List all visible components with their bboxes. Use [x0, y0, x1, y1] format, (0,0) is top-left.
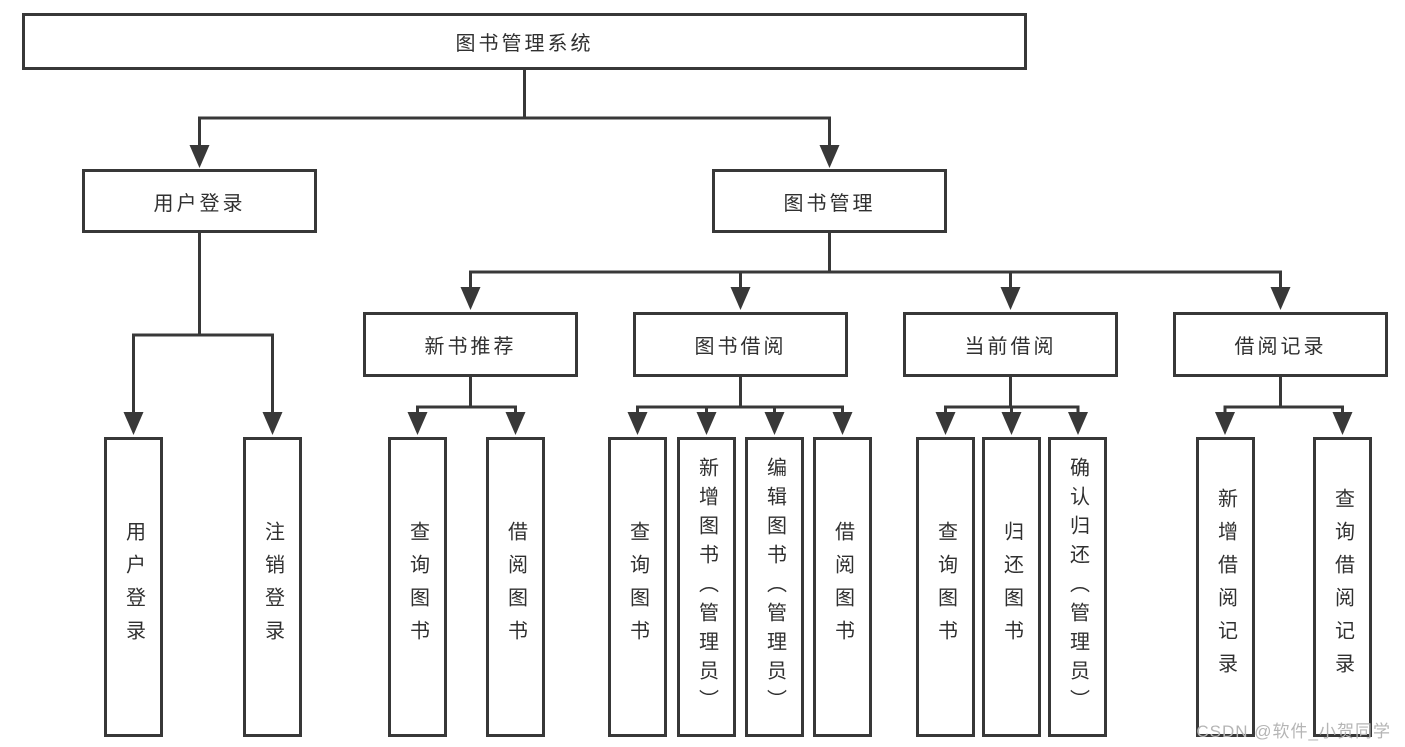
node-book-borrow: 图书借阅 — [633, 312, 848, 377]
arrowheads-level3 — [460, 287, 1291, 310]
leaf-add-books-admin-label: 新增图书（管理员） — [695, 456, 718, 718]
node-user-login-label: 用户登录 — [153, 192, 246, 215]
node-library-system-label: 图书管理系统 — [455, 33, 594, 55]
leaf-edit-books-admin: 编辑图书（管理员） — [745, 437, 804, 737]
leaf-return-books-label: 归还图书 — [1000, 521, 1023, 653]
connector-borrow-records-to-leaves — [1223, 377, 1344, 416]
leaf-confirm-return-admin-label: 确认归还（管理员） — [1066, 456, 1089, 718]
leaf-query-books-recommend-label: 查询图书 — [406, 521, 429, 653]
leaf-add-books-admin: 新增图书（管理员） — [677, 437, 736, 737]
node-borrow-records: 借阅记录 — [1173, 312, 1388, 377]
leaf-return-books: 归还图书 — [982, 437, 1041, 737]
node-book-management: 图书管理 — [712, 169, 947, 233]
leaf-add-borrow-record: 新增借阅记录 — [1196, 437, 1255, 737]
leaf-borrow-books-label: 借阅图书 — [831, 521, 854, 653]
arrowheads-level2 — [189, 145, 840, 168]
leaf-query-books-recommend: 查询图书 — [388, 437, 447, 737]
leaf-query-books-current-label: 查询图书 — [934, 521, 957, 653]
node-user-login: 用户登录 — [82, 169, 317, 233]
leaf-borrow-books: 借阅图书 — [813, 437, 872, 737]
leaf-user-login-label: 用户登录 — [122, 521, 145, 653]
leaf-logout-label: 注销登录 — [261, 521, 284, 653]
node-library-system: 图书管理系统 — [22, 13, 1027, 70]
leaf-add-borrow-record-label: 新增借阅记录 — [1214, 488, 1237, 686]
leaf-query-borrow-record-label: 查询借阅记录 — [1331, 488, 1354, 686]
leaf-user-login: 用户登录 — [104, 437, 163, 737]
connector-book-management-to-level3 — [469, 233, 1282, 292]
node-current-borrow-label: 当前借阅 — [964, 336, 1057, 358]
node-book-management-label: 图书管理 — [783, 192, 876, 215]
node-new-book-recommend-label: 新书推荐 — [424, 336, 517, 358]
connector-user-login-to-leaves — [132, 233, 274, 416]
node-current-borrow: 当前借阅 — [903, 312, 1118, 377]
leaf-query-borrow-record: 查询借阅记录 — [1313, 437, 1372, 737]
leaf-query-books-borrow: 查询图书 — [608, 437, 667, 737]
node-book-borrow-label: 图书借阅 — [694, 336, 787, 358]
node-borrow-records-label: 借阅记录 — [1234, 336, 1327, 358]
leaf-borrow-books-recommend: 借阅图书 — [486, 437, 545, 737]
leaf-edit-books-admin-label: 编辑图书（管理员） — [763, 456, 786, 718]
arrowheads-leaves — [123, 412, 1353, 435]
leaf-logout: 注销登录 — [243, 437, 302, 737]
leaf-confirm-return-admin: 确认归还（管理员） — [1048, 437, 1107, 737]
leaf-query-books-borrow-label: 查询图书 — [626, 521, 649, 653]
leaf-query-books-current: 查询图书 — [916, 437, 975, 737]
node-new-book-recommend: 新书推荐 — [363, 312, 578, 377]
leaf-borrow-books-recommend-label: 借阅图书 — [504, 521, 527, 653]
connector-root-to-level2 — [198, 70, 831, 150]
csdn-watermark: CSDN @软件_小贺同学 — [1196, 722, 1391, 741]
connector-current-borrow-to-leaves — [944, 377, 1080, 416]
connector-book-borrow-to-leaves — [636, 377, 844, 416]
connector-new-book-to-leaves — [416, 377, 517, 416]
